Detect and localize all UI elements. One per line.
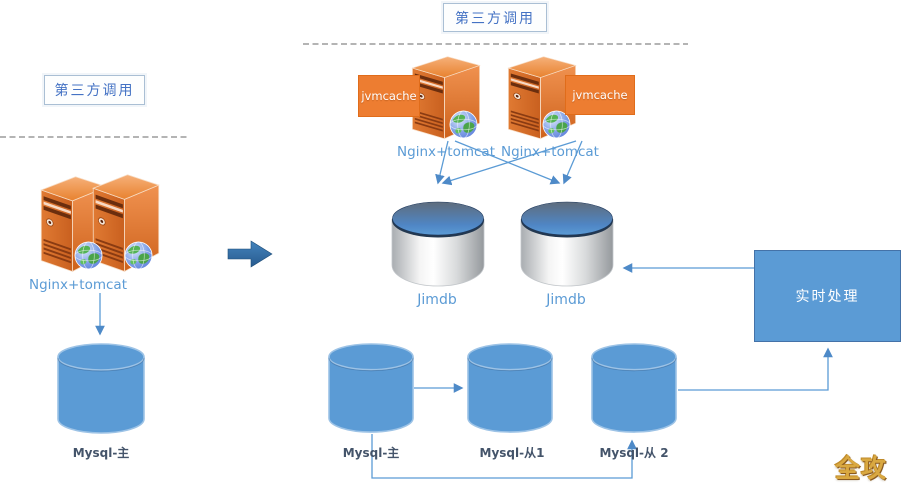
arrow-tower1-to-jimdb1 (435, 140, 449, 185)
jvmcache-tag-right: jvmcache (565, 75, 635, 115)
server-label-2: Nginx+tomcat (501, 144, 599, 160)
mysql-master-label: Mysql-主 (342, 446, 400, 460)
jvmcache-tag-left: jvmcache (358, 75, 420, 117)
server-label-1: Nginx+tomcat (397, 144, 495, 160)
center-server-labels: Nginx+tomcat Nginx+tomcat (397, 144, 599, 160)
top-caller-box: 第三方调用 (443, 3, 547, 32)
jimdb-right-cylinder (520, 201, 614, 287)
top-caller-label: 第三方调用 (455, 10, 535, 27)
jvmcache-label: jvmcache (361, 89, 417, 103)
connector-arrows (95, 140, 833, 479)
arrow-tower2-to-jimdb2 (562, 140, 583, 185)
arrow-tower1-to-jimdb2 (454, 140, 561, 185)
mysql-master-left-cylinder (57, 343, 145, 434)
arrow-slave2-to-realtime (678, 347, 833, 391)
mysql-master-left-label: Mysql-主 (72, 446, 130, 460)
jimdb-left-cylinder (391, 201, 485, 287)
globe-icon (542, 110, 571, 139)
center-server-tower-left (411, 56, 481, 140)
globe-icon (449, 110, 478, 139)
mysql-slave1-cylinder (467, 343, 553, 433)
realtime-processing-label: 实时处理 (795, 289, 860, 305)
globe-icon (124, 241, 153, 270)
left-server-label: Nginx+tomcat (29, 277, 127, 293)
globe-icon (74, 241, 103, 270)
left-server-towers (40, 174, 160, 272)
mysql-slave1-label: Mysql-从1 (479, 446, 545, 460)
big-right-arrow (227, 240, 273, 268)
jvmcache-label: jvmcache (572, 88, 628, 102)
mysql-slave2-cylinder (591, 343, 677, 433)
mysql-slave2-label: Mysql-从 2 (599, 446, 669, 460)
jimdb-left-label: Jimdb (417, 292, 457, 308)
arrow-tower2-to-jimdb1 (441, 140, 577, 186)
realtime-processing-box: 实时处理 (754, 250, 901, 342)
jimdb-right-label: Jimdb (546, 292, 586, 308)
left-caller-label: 第三方调用 (54, 83, 135, 99)
mysql-master-cylinder (328, 343, 414, 433)
arrow-master-to-slave2 (371, 434, 637, 479)
watermark-text: 全攻略 (835, 454, 888, 483)
left-caller-box: 第三方调用 (44, 75, 145, 105)
